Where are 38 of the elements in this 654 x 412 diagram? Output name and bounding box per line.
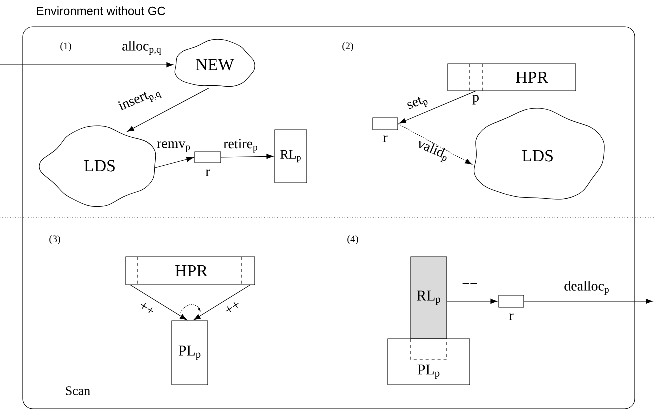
arrow bbox=[0, 62, 174, 68]
edge-label: insert$_{p,q}$ bbox=[118, 92, 162, 111]
edge-label: set$_{p}$ bbox=[408, 97, 428, 110]
edge-label: retire$_{p}$ bbox=[224, 139, 258, 153]
arrow bbox=[127, 88, 210, 132]
edge-label: remv$_{p}$ bbox=[157, 142, 190, 152]
list-box: PL$_{p}$ bbox=[388, 338, 470, 386]
panel-label: (3) bbox=[50, 235, 60, 245]
box-caption: r bbox=[383, 136, 388, 142]
box-caption: r bbox=[509, 314, 514, 320]
edge-label: valid$_{p}$ bbox=[419, 141, 447, 163]
arrow bbox=[524, 298, 653, 304]
arrow bbox=[399, 91, 476, 124]
hpr-box: HPR bbox=[448, 64, 576, 92]
edge-label: dealloc$_{p}$ bbox=[564, 281, 609, 295]
panel-label: (1) bbox=[60, 42, 72, 52]
hpr-box: HPR bbox=[126, 256, 256, 286]
list-box: RL$_{p}$ bbox=[410, 256, 448, 340]
panel-label: (2) bbox=[342, 42, 354, 52]
arrow bbox=[398, 124, 472, 165]
arrow bbox=[194, 285, 251, 320]
arrow bbox=[447, 298, 498, 304]
register-box bbox=[498, 295, 524, 308]
title: Environment without GC bbox=[37, 6, 166, 16]
edge-label: ++ bbox=[141, 303, 154, 314]
arrow bbox=[221, 154, 274, 160]
list-box: RL$_{p}$ bbox=[274, 130, 308, 184]
register-box bbox=[194, 152, 222, 164]
arrow bbox=[130, 285, 188, 320]
edge-label: alloc$_{p,q}$ bbox=[122, 41, 162, 55]
register-box bbox=[372, 118, 398, 130]
edge-label: ++ bbox=[226, 302, 239, 312]
panel-label: Scan bbox=[66, 386, 90, 396]
box-caption: r bbox=[206, 170, 210, 176]
box-caption: p bbox=[472, 95, 479, 105]
arrow bbox=[155, 157, 194, 168]
list-box: PL$_{p}$ bbox=[172, 320, 208, 386]
panel-label: (4) bbox=[348, 235, 358, 245]
